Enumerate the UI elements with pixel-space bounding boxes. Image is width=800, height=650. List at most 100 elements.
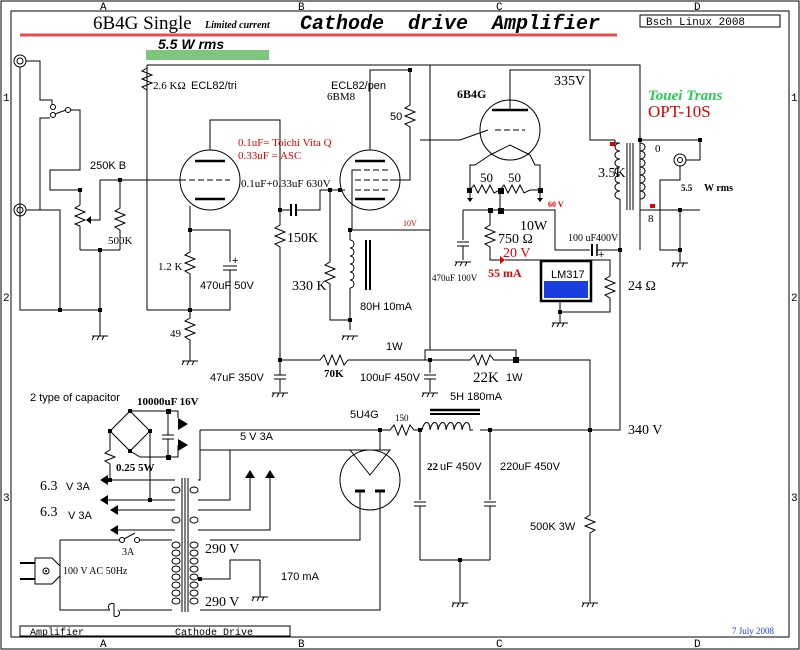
cap47-label: 47uF 350V [210,372,264,384]
row-label: 1 [3,93,10,105]
driver-pentode: ECL82/pen 6BM8 50 10V 80H 10mA [327,64,641,350]
col-label: B [298,639,305,650]
hv1-label: 290 V [205,542,239,557]
choke5h-label: 5H 180mA [450,391,503,403]
col-label: B [298,2,305,14]
v60-label: 60 V [548,200,564,209]
svg-text:+: + [598,249,604,261]
row-label: 2 [791,293,798,305]
cathode-r-label: 1.2 K [158,261,183,273]
input-tube-label: ECL82/tri [191,80,237,92]
r150k-label: 150K [287,231,318,246]
rect-heater-label: 5 V 3A [240,431,274,443]
col-label: C [496,639,503,650]
row-label: 2 [3,293,10,305]
1w-top-label: 1W [386,341,403,353]
power-filter: 70K 1W 47uF 350V 100uF 450V 22K 1W 5H 18… [200,341,662,608]
col-label: D [694,639,701,650]
cap220-label: 220uF 450V [500,461,561,473]
speaker-jack [673,153,687,167]
cap22-number: 22 [427,461,439,473]
coupling-note-1: 0.1uF= Toichi Vita Q [238,137,332,149]
hv2-label: 290 V [205,595,239,610]
output-tube: 6B4G 335V 50 50 60 V 470uF 100V 10W 750 … [420,69,656,328]
title-tube: 6B4G Single [93,13,192,34]
w10-label: 10W [520,219,548,234]
v10-label: 10V [403,219,417,228]
cap100-400-label: 100 uF400V [568,233,619,244]
r50a-label: 50 [480,170,493,185]
title-main: Cathode drive Amplifier [300,13,600,36]
heater2-current: V 3A [68,510,93,522]
fuse-label: 3A [122,547,135,558]
screen-r-label: 50 [390,111,402,123]
mains-plug-icon [34,557,61,585]
footer-right: Cathode Drive [175,627,253,639]
date-label: 7 July 2008 [732,626,775,636]
v335-label: 335V [554,74,585,89]
svg-text:+: + [232,255,238,267]
r500k3w-label: 500K 3W [530,521,576,533]
col-label: A [100,639,107,650]
cathode-cap-label: 470uF 50V [200,280,254,292]
power-banner: 5.5 W rms [158,36,224,52]
transformer-model: OPT-10S [648,102,711,121]
input-section: 250K B 500K [13,54,180,341]
cap-note: 2 type of capacitor [30,392,120,404]
v20-label: 20 V [503,246,530,261]
fuse-icon [107,602,121,618]
row-label: 1 [791,93,798,105]
regulator-fill [544,281,588,298]
col-label: D [694,2,701,14]
coupling-section: 0.1uF= Toichi Vita Q 0.33uF = ASC 0.1uF+… [238,137,350,375]
r025-label: 0.25 5W [116,462,155,474]
col-label: C [496,2,503,14]
heater1-current: V 3A [66,481,91,493]
rectifier-label: 5U4G [350,409,379,421]
tap-0-label: 0 [655,143,661,155]
plate-load-label: 2.6 KΩ [153,80,186,92]
heater1-voltage: 6.3 [40,479,58,494]
coupling-note-2: 0.33uF = ASC [238,150,301,162]
r750-label: 750 Ω [498,232,533,247]
coupling-cap-label: 0.1uF+0.33uF 630V [241,178,331,190]
transformer-brand: Touei Trans [648,88,722,104]
inner-frame [10,10,790,638]
cap22-rest: uF 450V [440,461,482,473]
row-label: 3 [3,493,10,505]
heater2-voltage: 6.3 [40,505,58,520]
r24-label: 24 Ω [628,279,656,294]
title-limited: Limited current [204,20,271,31]
ma55-label: 55 mA [488,266,522,280]
r70k-label: 70K [324,368,344,380]
grid-labels: A B C D A B C D 1 2 3 1 2 3 [3,2,798,650]
grid-leak-label: 500K [108,235,133,247]
primary-impedance-label: 3.5K [598,166,626,181]
output-transformer: Touei Trans OPT-10S 0 3.5K 8 5.5 W rms [598,88,733,430]
choke80-label: 80H 10mA [360,301,413,313]
driver-tube-label-2: 6BM8 [327,91,356,103]
r150-label: 150 [395,413,409,423]
output-power-unit: W rms [704,183,733,194]
r22k-label: 22K [473,370,499,386]
ma170-label: 170 mA [281,571,320,583]
power-banner-bar [146,50,269,60]
cap100-450-label: 100uF 450V [360,372,421,384]
1w-22k-label: 1W [506,372,523,384]
tap-8-label: 8 [648,213,654,225]
output-power-number: 5.5 [681,183,693,193]
mains-label: 100 V AC 50Hz [63,566,128,577]
r49-label: 49 [170,328,182,340]
power-transformer: 2 type of capacitor 10000uF 16V 0.25 5W … [20,392,320,618]
cap470-100-label: 470uF 100V [432,273,478,283]
v340-label: 340 V [628,423,662,438]
r50b-label: 50 [508,170,521,185]
driver-tube-label-1: ECL82/pen [331,80,386,92]
input-triode: 2.6 KΩ ECL82/tri 1.2 K + 470uF 50V 49 [140,64,405,366]
rectifier-tube [200,430,401,611]
col-label: A [100,2,107,14]
output-tube-label: 6B4G [457,87,486,101]
volume-label: 250K B [90,160,126,172]
